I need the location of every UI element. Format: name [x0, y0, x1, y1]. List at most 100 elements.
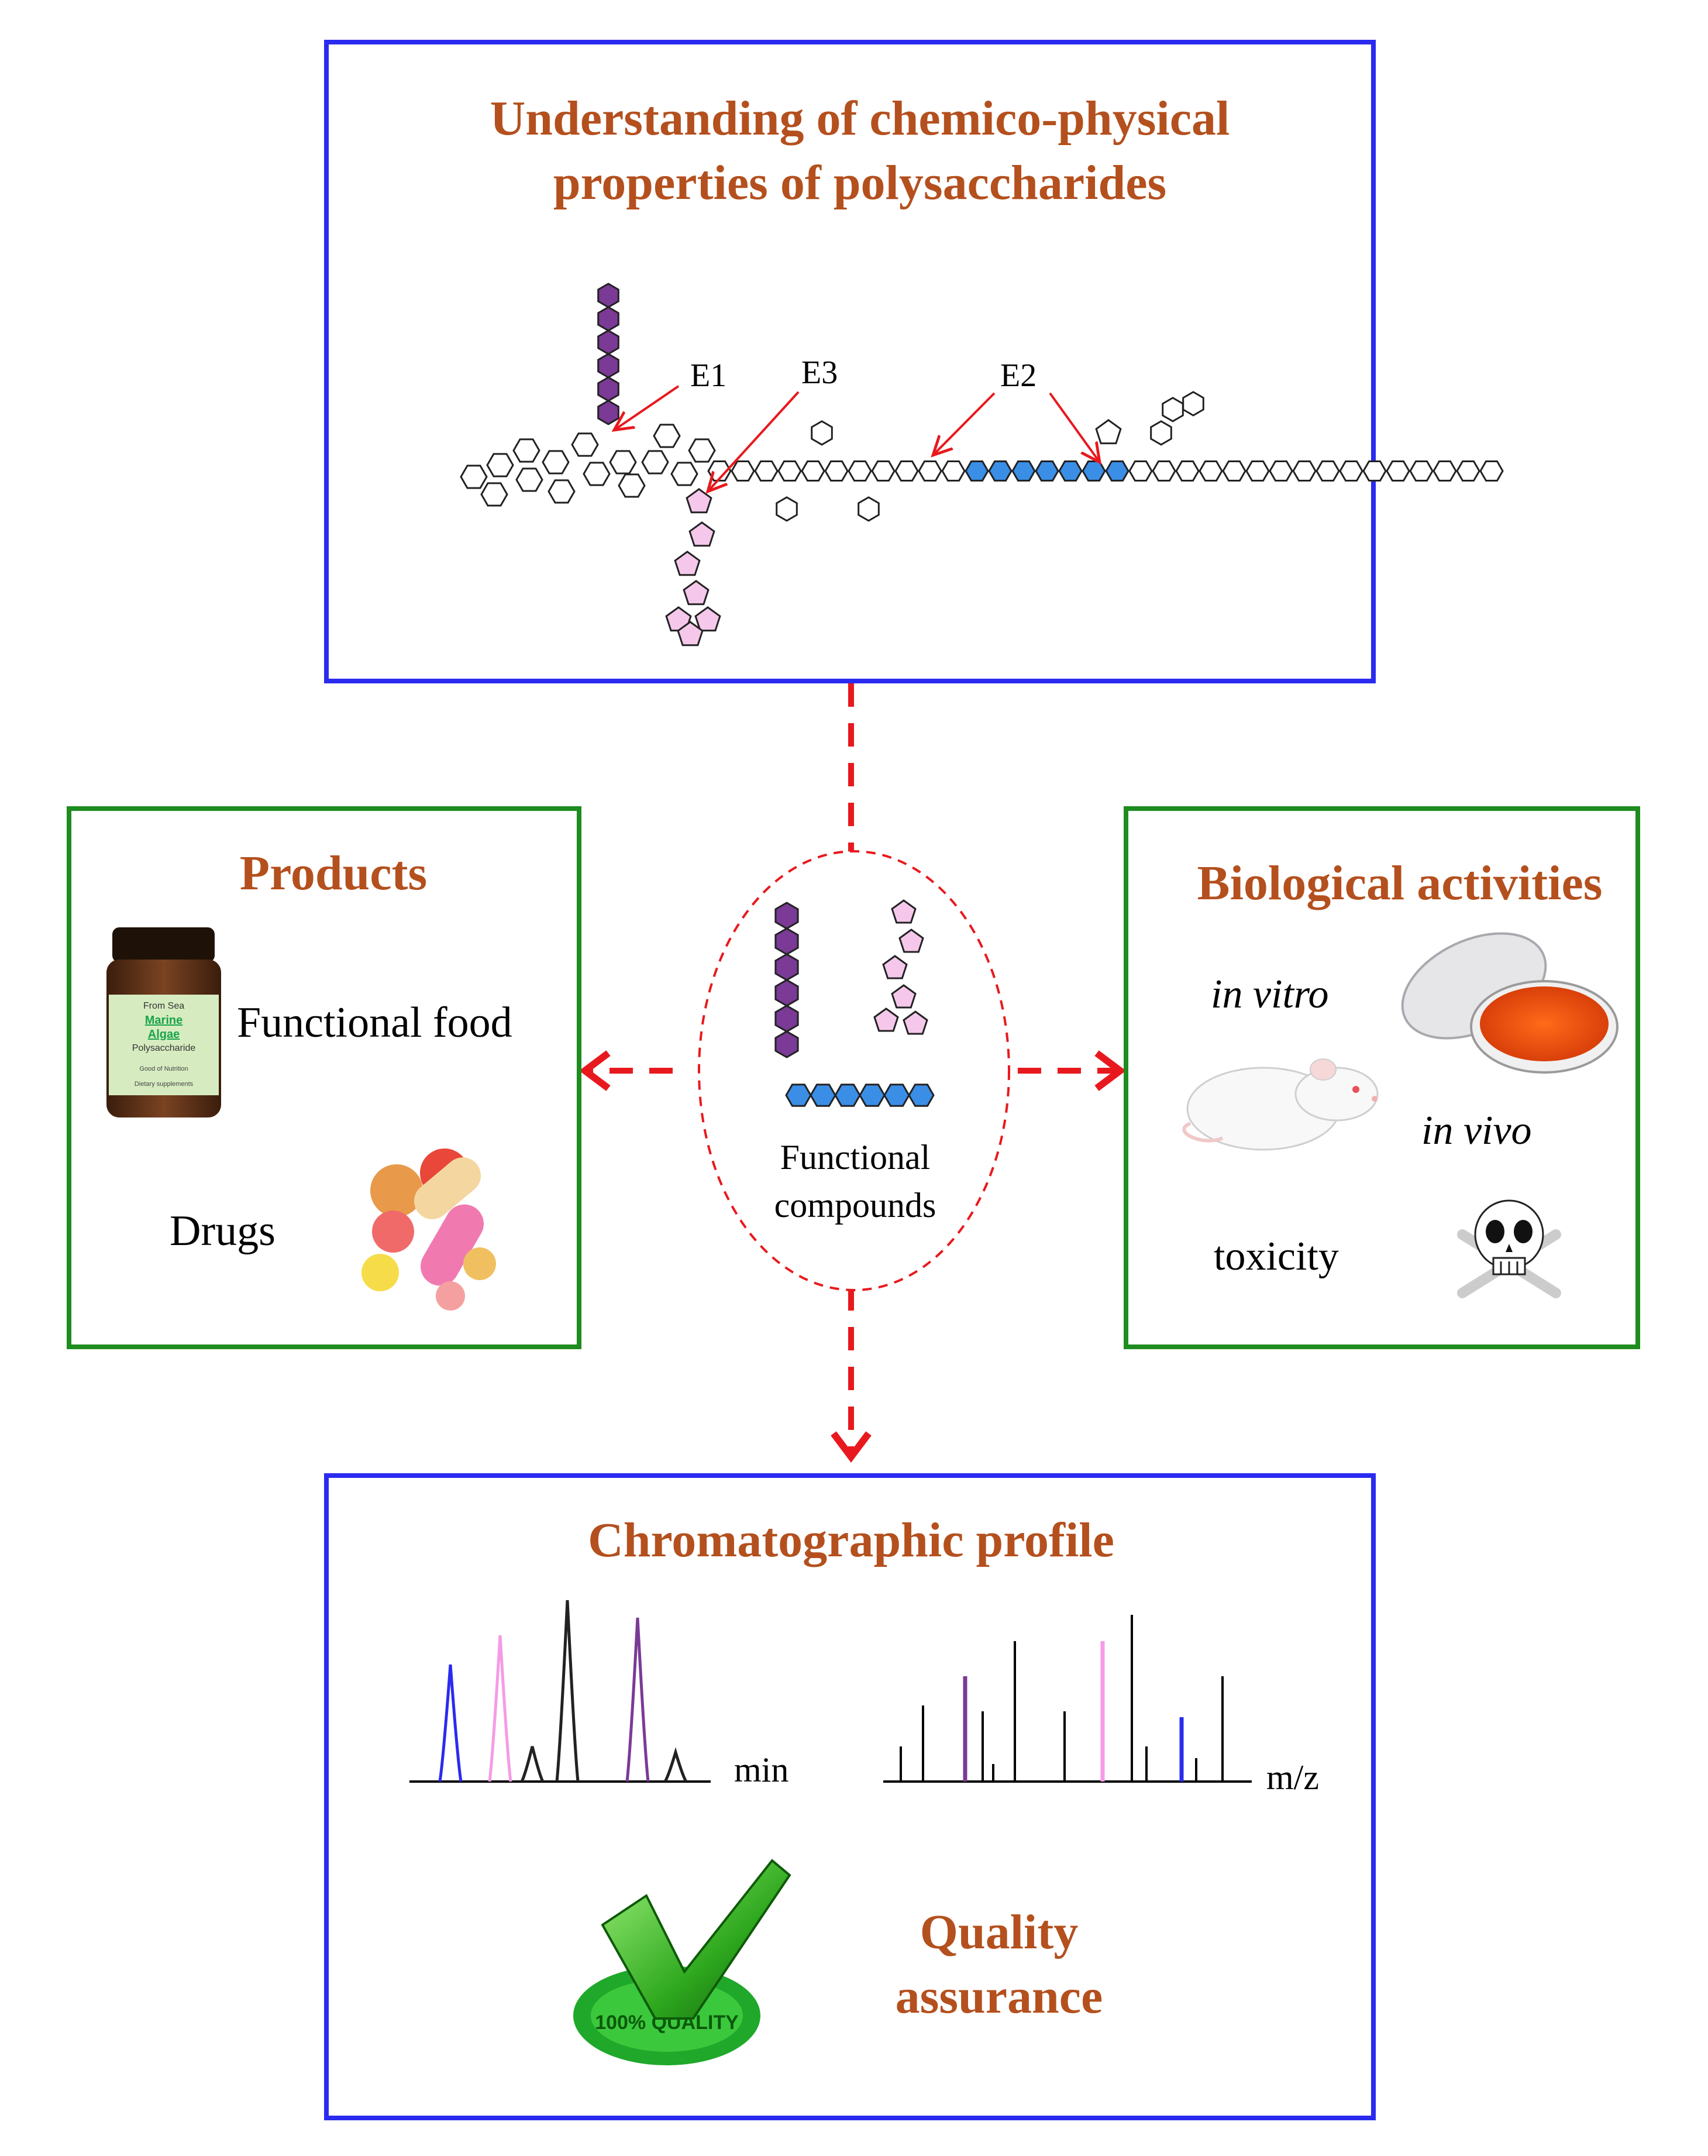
- label-min: min: [734, 1751, 788, 1789]
- white-unit: [480, 482, 508, 507]
- white-unit: [811, 420, 833, 446]
- white-unit: [824, 460, 849, 482]
- mass-spectrum: [883, 1615, 1252, 1783]
- arrow-e3: [708, 391, 800, 491]
- arrow-e2-right: [1049, 392, 1100, 462]
- white-unit: [515, 467, 543, 492]
- label-in-vivo: in vivo: [1421, 1108, 1532, 1153]
- center-label-line1: Functional: [780, 1138, 931, 1177]
- pink-unit: [882, 955, 908, 979]
- qa-line1: Quality: [920, 1905, 1079, 1959]
- white-unit: [618, 473, 646, 498]
- arrow-e1: [614, 385, 680, 430]
- pink-unit: [686, 488, 712, 514]
- pink-unit: [683, 580, 710, 606]
- top-title-line1: Understanding of chemico-physical: [490, 91, 1230, 146]
- label-e1: E1: [690, 357, 726, 394]
- white-unit: [1152, 460, 1176, 482]
- white-unit: [486, 453, 514, 477]
- pink-unit: [873, 1007, 899, 1032]
- supplement-jar-icon: From Sea Marine Algae Polysaccharide Goo…: [106, 927, 221, 1117]
- purple-unit: [597, 306, 619, 332]
- blue-unit: [785, 1084, 812, 1107]
- white-unit: [1316, 460, 1340, 482]
- purple-unit: [597, 376, 619, 402]
- center-functional-units: [774, 899, 935, 1107]
- white-unit: [1479, 460, 1504, 482]
- purple-unit: [597, 400, 619, 425]
- chromatogram-peak: [663, 1747, 688, 1783]
- pills-icon: [361, 1149, 496, 1311]
- blue-unit: [1082, 460, 1106, 482]
- chromatogram-peak: [555, 1600, 580, 1782]
- white-unit: [1409, 460, 1434, 482]
- white-unit: [1182, 391, 1204, 417]
- white-unit: [801, 460, 825, 482]
- white-unit: [542, 450, 570, 474]
- white-unit: [653, 424, 681, 448]
- pink-unit: [891, 899, 917, 924]
- label-toxicity: toxicity: [1214, 1234, 1339, 1279]
- white-unit: [641, 450, 669, 474]
- pink-unit: [903, 1010, 928, 1035]
- white-unit: [571, 432, 599, 457]
- white-unit: [670, 462, 698, 486]
- label-in-vitro: in vitro: [1211, 972, 1329, 1017]
- purple-unit: [774, 927, 799, 955]
- white-unit: [1269, 460, 1293, 482]
- svg-text:Dietary supplements: Dietary supplements: [135, 1081, 194, 1088]
- white-unit: [1456, 460, 1480, 482]
- petri-dish-icon: [1401, 932, 1619, 1074]
- svg-text:Good of Nutrition: Good of Nutrition: [139, 1065, 188, 1072]
- chromatogram-peak: [520, 1746, 545, 1783]
- white-unit: [688, 438, 716, 463]
- skull-crossbones-icon: [1457, 1199, 1561, 1298]
- blue-unit: [1035, 460, 1059, 482]
- chromatogram-peak: [438, 1664, 463, 1782]
- blue-unit: [965, 460, 989, 482]
- chrom-title: Chromatographic profile: [588, 1513, 1114, 1567]
- white-unit: [1128, 460, 1153, 482]
- white-unit: [941, 460, 966, 482]
- rat-icon: [1182, 1058, 1379, 1151]
- white-unit: [1199, 460, 1223, 482]
- blue-unit: [859, 1084, 886, 1107]
- polysaccharide-structure: [460, 283, 1504, 647]
- chromatogram-peak: [488, 1635, 512, 1782]
- white-unit: [1162, 397, 1184, 422]
- chrom-panel-frame: [324, 1473, 1376, 2120]
- pink-unit: [898, 929, 924, 953]
- top-title-line2: properties of polysaccharides: [553, 156, 1166, 210]
- label-e3: E3: [801, 355, 838, 391]
- purple-unit: [774, 953, 799, 981]
- products-title: Products: [240, 846, 427, 900]
- label-functional-food: Functional food: [237, 999, 512, 1047]
- top-panel-frame: [324, 40, 1376, 683]
- arrow-e2-left: [933, 392, 996, 455]
- purple-unit: [774, 979, 799, 1007]
- white-unit: [1339, 460, 1363, 482]
- white-unit: [1245, 460, 1270, 482]
- svg-text:Algae: Algae: [148, 1028, 180, 1041]
- white-unit: [1292, 460, 1317, 482]
- label-e2: E2: [1000, 357, 1036, 394]
- bio-title: Biological activities: [1197, 856, 1603, 910]
- white-unit: [918, 460, 942, 482]
- blue-unit: [908, 1084, 935, 1107]
- white-unit: [1150, 420, 1172, 446]
- white-unit: [1362, 460, 1387, 482]
- white-unit: [848, 460, 872, 482]
- purple-unit: [597, 329, 619, 355]
- chromatogram-peak: [625, 1617, 650, 1782]
- chromatogram: [409, 1600, 711, 1783]
- blue-unit: [1105, 460, 1130, 482]
- white-unit: [460, 465, 488, 489]
- purple-unit: [597, 353, 619, 379]
- label-drugs: Drugs: [170, 1207, 276, 1255]
- pink-unit: [891, 984, 917, 1009]
- white-unit: [731, 460, 755, 482]
- purple-unit: [774, 1030, 799, 1058]
- label-mz: m/z: [1266, 1758, 1319, 1797]
- white-unit: [871, 460, 896, 482]
